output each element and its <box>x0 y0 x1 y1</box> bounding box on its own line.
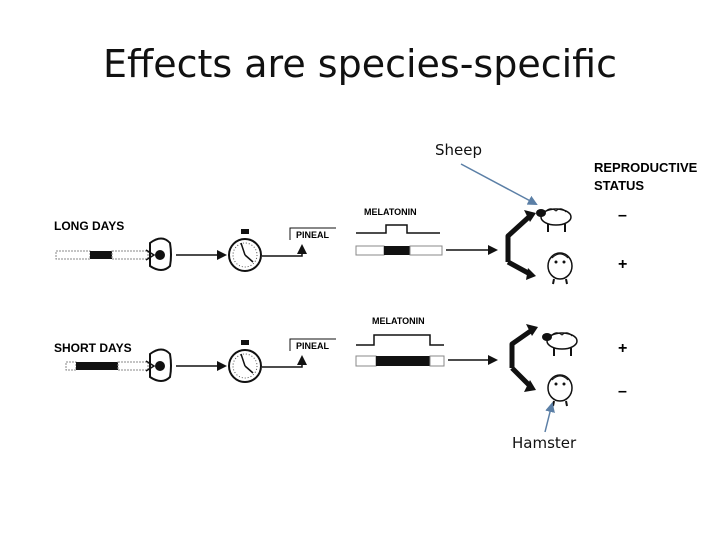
short-days-row: SHORT DAYS PINE <box>54 316 627 407</box>
long-days-row: LONG DAYS <box>54 207 627 285</box>
pineal-label: PINEAL <box>296 230 330 240</box>
long-days-photoperiod-bar <box>55 250 149 260</box>
clock-icon <box>228 229 262 272</box>
short-days-melatonin-bar <box>355 355 445 367</box>
melatonin-label: MELATONIN <box>372 316 425 326</box>
short-days-branch <box>509 327 534 388</box>
pineal-box: PINEAL <box>289 227 336 240</box>
sheep-callout: Sheep <box>435 141 483 159</box>
pineal-box: PINEAL <box>289 338 336 351</box>
clock-icon <box>228 340 262 383</box>
short-days-sheep-status: + <box>618 340 627 357</box>
long-days-hamster-status: + <box>618 256 627 273</box>
sheep-icon <box>536 208 572 232</box>
melatonin-curve <box>356 334 444 346</box>
melatonin-label: MELATONIN <box>364 207 417 217</box>
hamster-icon <box>547 374 573 407</box>
long-days-sheep-status: – <box>618 207 627 224</box>
long-days-label: LONG DAYS <box>54 219 124 233</box>
sheep-callout-arrow <box>460 163 538 205</box>
slide-title: Effects are species-specific <box>103 42 617 86</box>
hamster-callout-arrow <box>544 402 555 433</box>
pineal-label: PINEAL <box>296 341 330 351</box>
hamster-icon <box>547 252 573 285</box>
short-days-photoperiod-bar <box>65 361 149 371</box>
eye-icon <box>145 348 172 382</box>
sheep-icon <box>542 332 578 356</box>
eye-icon <box>145 237 172 271</box>
status-header-line1: REPRODUCTIVE <box>594 160 698 175</box>
status-header-line2: STATUS <box>594 178 644 193</box>
long-days-melatonin-bar <box>355 245 443 256</box>
melatonin-curve <box>356 224 440 234</box>
hamster-callout: Hamster <box>512 434 577 452</box>
short-days-label: SHORT DAYS <box>54 341 132 355</box>
long-days-branch <box>505 214 532 277</box>
short-days-hamster-status: – <box>618 383 627 400</box>
